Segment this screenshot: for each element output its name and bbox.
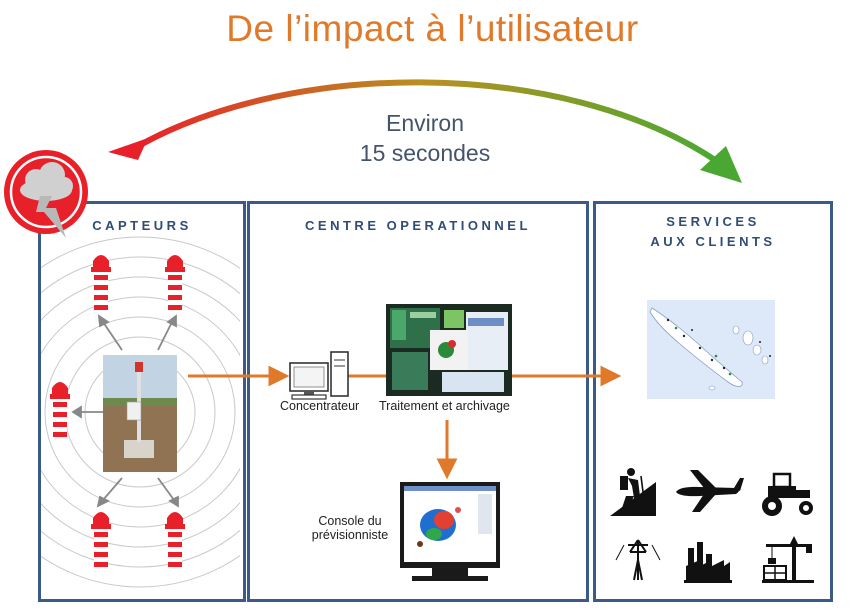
sensor-beacon [165,255,185,312]
page-title: De l’impact à l’utilisateur [226,8,639,49]
sensors-panel-title: CAPTEURS [92,218,192,233]
console-label-line-2: prévisionniste [311,528,389,542]
concentrator-computer-icon [289,351,349,400]
tractor-icon [762,472,813,516]
concentrator-label: Concentrateur [280,399,360,413]
timing-line-1: Environ [386,110,464,136]
processing-screens-icon [386,304,512,396]
console-label: Console du prévisionniste [310,514,390,542]
processing-label: Traitement et archivage [379,399,510,413]
sensor-station-photo [103,355,177,472]
construction-crane-icon [762,536,814,583]
sensor-beacon [50,382,70,439]
forecaster-console-icon [400,482,500,581]
power-pylon-icon [615,539,661,581]
sensor-beacon [165,512,185,569]
services-panel-title-line-1: SERVICES [666,214,760,229]
factory-icon [684,542,732,583]
airplane-icon [676,470,744,512]
hiker-icon [610,468,656,516]
lightning-map [647,300,775,399]
console-label-line-1: Console du [318,514,382,528]
services-panel-title-line-2: AUX CLIENTS [650,234,776,249]
client-services-panel: SERVICES AUX CLIENTS [593,201,833,602]
timing-label: Environ 15 secondes [310,108,540,168]
sensor-beacon [91,512,111,569]
timing-line-2: 15 secondes [359,140,491,166]
sensor-beacon [91,255,111,312]
center-panel-title: CENTRE OPERATIONNEL [305,218,531,233]
